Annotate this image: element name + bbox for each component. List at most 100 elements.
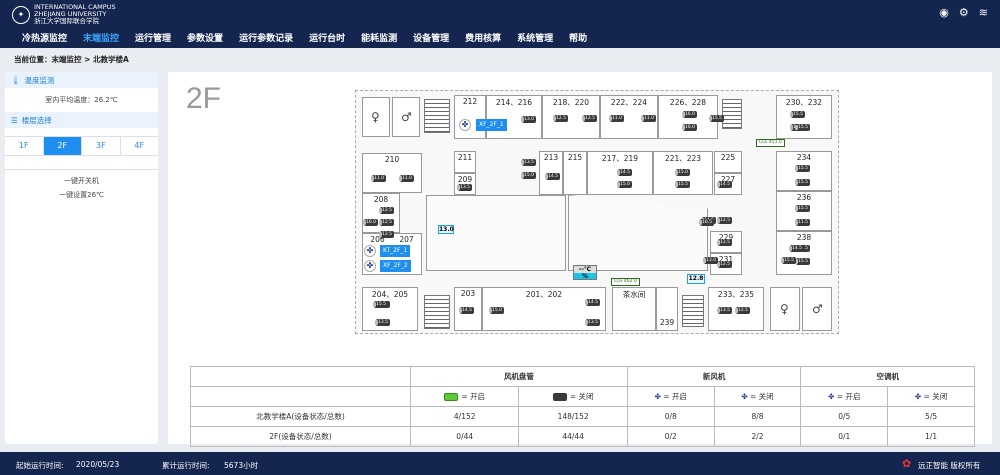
room-210[interactable]: 210 [362, 153, 422, 193]
nav-item-billing[interactable]: 费用核算 [465, 34, 502, 44]
woman-icon: ♀ [371, 110, 380, 124]
nav-item-operation[interactable]: 运行管理 [135, 34, 172, 44]
floor-tab-3f[interactable]: 3F [82, 137, 121, 155]
floor-plan: ♀ ♂ 212 214、216 218、220 222、224 226、228 … [355, 90, 839, 334]
fancoil-indicator[interactable]: 15.5 [373, 301, 388, 308]
nav-item-param-log[interactable]: 运行参数记录 [239, 34, 294, 44]
fancoil-indicator[interactable]: 13.0 [521, 116, 536, 123]
fan-on-icon: ✤ [654, 392, 664, 401]
fancoil-indicator[interactable]: 14.5 [459, 307, 474, 314]
nav-item-help[interactable]: 帮助 [569, 34, 588, 44]
room-204[interactable]: 204、205 [362, 287, 418, 331]
fancoil-indicator[interactable]: 15.0 [675, 169, 690, 176]
fancoil-indicator[interactable]: 15.0 [521, 172, 536, 179]
room-221[interactable]: 221、223 [653, 151, 713, 195]
fancoil-indicator[interactable]: 11.5 [795, 219, 810, 226]
fancoil-indicator[interactable]: 15.0 [489, 307, 504, 314]
room-label: 231 [718, 255, 734, 264]
fancoil-indicator[interactable]: 11.0 [641, 115, 656, 122]
fancoil-indicator[interactable]: 16.0 [363, 219, 378, 226]
fancoil-indicator[interactable]: 15.5 [795, 258, 810, 265]
one-click-power-button[interactable]: 一键开关机 [64, 177, 99, 185]
fancoil-indicator[interactable]: 12.5 [717, 261, 732, 268]
room-238[interactable]: 238 [776, 231, 832, 275]
nav-item-terminal[interactable]: 末端监控 [83, 34, 120, 44]
stairs-icon [682, 295, 704, 327]
fancoil-indicator[interactable]: 14.5 [585, 299, 600, 306]
room-230[interactable]: 230、232 [776, 95, 832, 139]
room-215[interactable]: 215 [563, 151, 587, 195]
fancoil-indicator[interactable]: 13.5 [717, 307, 732, 314]
nav-item-devices[interactable]: 设备管理 [413, 34, 450, 44]
fancoil-indicator[interactable]: 15.5 [795, 165, 810, 172]
fancoil-indicator[interactable]: 11.0 [399, 175, 414, 182]
fancoil-indicator[interactable]: 15.5 [781, 257, 796, 264]
fancoil-indicator[interactable]: 15.5 [795, 179, 810, 186]
floor-tab-1f[interactable]: 1F [5, 137, 44, 155]
nav-item-energy[interactable]: 能耗监测 [361, 34, 398, 44]
fancoil-indicator[interactable]: 14.5 [717, 181, 732, 188]
fancoil-indicator[interactable]: 12.5 [717, 217, 732, 224]
fancoil-indicator[interactable]: 12.5 [553, 115, 568, 122]
room-212[interactable]: 212 [454, 95, 486, 139]
fancoil-indicator[interactable]: 13.5 [457, 184, 472, 191]
temperature-sensor[interactable]: 13.0 [438, 225, 454, 234]
fancoil-indicator[interactable]: 11.0 [371, 175, 386, 182]
floor-selector: 1F 2F 3F 4F [5, 136, 158, 156]
fancoil-indicator[interactable]: 16.0 [682, 111, 697, 118]
room-211[interactable]: 211 [454, 151, 476, 173]
fancoil-indicator[interactable]: 12.5 [379, 207, 394, 214]
ac-unit-xf2f1[interactable]: XF_2F_1 [476, 119, 507, 131]
one-click-set-26-button[interactable]: 一键设置26℃ [59, 191, 104, 199]
fancoil-indicator[interactable]: 15.5 [790, 111, 805, 118]
nav-item-system[interactable]: 系统管理 [517, 34, 554, 44]
fancoil-indicator[interactable]: 13.5 [585, 319, 600, 326]
legend-text: = 关闭 [750, 392, 774, 401]
table-cell: 0/5 [800, 406, 889, 427]
fancoil-indicator[interactable]: 16.5 [699, 219, 714, 226]
nav-item-params[interactable]: 参数设置 [187, 34, 224, 44]
fancoil-indicator[interactable]: 12.5 [379, 219, 394, 226]
co2-sensor[interactable]: 462.0 [611, 278, 640, 286]
fancoil-indicator[interactable]: 12.5 [582, 115, 597, 122]
fancoil-indicator[interactable]: 13.5 [521, 159, 536, 166]
table-cell: 0/8 [626, 406, 715, 427]
gear-icon[interactable]: ⚙ [958, 6, 969, 19]
room-225[interactable]: 225 [714, 151, 742, 173]
ac-unit-xf2f2[interactable]: XF_2F_2 [380, 260, 411, 272]
room-239[interactable]: 239 [656, 287, 678, 331]
legend-on: = 开启 [409, 386, 520, 407]
nav-item-runtime[interactable]: 运行台时 [309, 34, 346, 44]
co2-sensor[interactable]: 451.0 [756, 139, 785, 147]
restroom-women: ♀ [362, 97, 390, 137]
restroom-women-2: ♀ [770, 287, 800, 331]
fancoil-indicator[interactable]: 16.0 [682, 124, 697, 131]
room-label: 234 [796, 153, 812, 162]
fancoil-indicator[interactable]: 12.5 [379, 231, 394, 238]
fancoil-indicator[interactable]: 15.5 [795, 124, 810, 131]
room-tea[interactable]: 茶水间 [612, 287, 656, 331]
temperature-controller[interactable]: --℃% [573, 265, 597, 280]
fancoil-indicator[interactable]: 12.5 [717, 239, 732, 246]
fancoil-indicator[interactable]: 14.5 [545, 173, 560, 180]
fancoil-indicator[interactable]: 14.5 [617, 169, 632, 176]
user-icon[interactable]: ◉ [939, 6, 949, 19]
room-label: 238 [796, 233, 812, 242]
fancoil-indicator[interactable]: 15.5 [709, 115, 724, 122]
header-fresh-air: 新风机 [626, 366, 802, 387]
fancoil-indicator[interactable]: 12.5 [735, 307, 750, 314]
fancoil-indicator[interactable]: 14.5 [789, 245, 804, 252]
nav-item-cold-heat[interactable]: 冷热源监控 [22, 34, 68, 44]
room-203[interactable]: 203 [454, 287, 482, 331]
floor-tab-4f[interactable]: 4F [134, 141, 145, 150]
temperature-sensor[interactable]: 12.8 [687, 274, 705, 284]
fancoil-indicator[interactable]: 11.0 [609, 115, 624, 122]
fancoil-indicator[interactable]: 15.5 [795, 205, 810, 212]
fancoil-indicator[interactable]: 13.5 [375, 319, 390, 326]
signal-icon[interactable]: ≋ [978, 6, 988, 19]
fancoil-indicator[interactable]: 15.5 [675, 181, 690, 188]
ac-unit-kt2f1[interactable]: KT_2F_1 [380, 245, 411, 257]
fancoil-indicator[interactable]: 13.0 [703, 257, 718, 264]
floor-tab-2f[interactable]: 2F [43, 137, 82, 155]
fancoil-indicator[interactable]: 15.0 [617, 181, 632, 188]
